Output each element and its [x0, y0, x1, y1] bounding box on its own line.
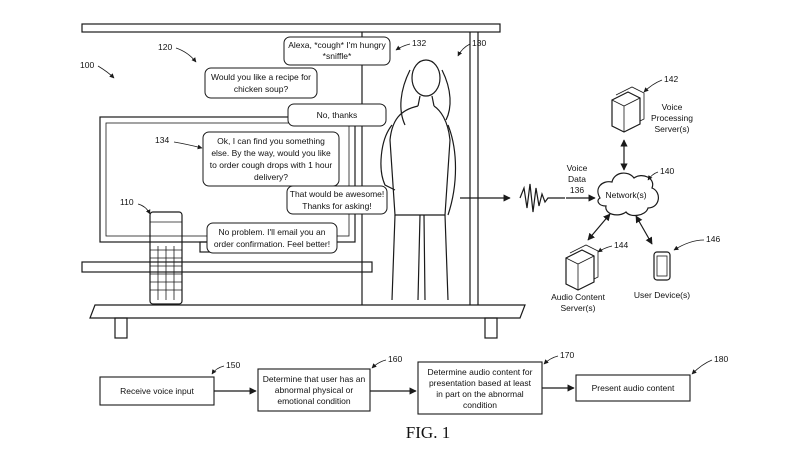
ref-142: 142 [664, 74, 678, 84]
phone-icon [653, 251, 671, 281]
step-170-box: Determine audio content for presentation… [417, 361, 543, 415]
server-icon-2 [565, 249, 595, 291]
server-icon [611, 91, 641, 133]
svg-text:abnormal physical or: abnormal physical or [275, 385, 354, 395]
svg-text:No, thanks: No, thanks [317, 110, 358, 120]
svg-text:Determine that user has an: Determine that user has an [263, 374, 366, 384]
ref-134: 134 [155, 135, 169, 145]
svg-text:order confirmation. Feel bette: order confirmation. Feel better! [214, 239, 330, 249]
step-150-box: Receive voice input [99, 376, 215, 406]
person-left-arm [380, 124, 396, 191]
table-leg-right [484, 317, 498, 339]
svg-text:Receive voice input: Receive voice input [120, 386, 194, 396]
ref-170: 170 [560, 350, 574, 360]
bubble-device-2: Ok, I can find you something else. By th… [202, 131, 340, 187]
svg-text:Alexa, *cough* I'm hungry: Alexa, *cough* I'm hungry [288, 40, 386, 50]
svg-text:Determine audio content for: Determine audio content for [428, 367, 533, 377]
ref-160: 160 [388, 354, 402, 364]
svg-text:Network(s): Network(s) [605, 190, 646, 200]
audio-content-server: Audio Content Server(s) 144 [551, 213, 628, 313]
table-top [89, 304, 526, 319]
ref-146: 146 [706, 234, 720, 244]
svg-text:presentation based at least: presentation based at least [429, 378, 532, 388]
person-torso [389, 105, 451, 216]
person-hair [400, 69, 451, 126]
svg-text:That would be awesome!: That would be awesome! [290, 189, 385, 199]
ref-140: 140 [660, 166, 674, 176]
voice-data-transmission: Voice Data 136 [460, 163, 596, 213]
waveform-icon [519, 183, 565, 213]
svg-text:else. By the way, would you li: else. By the way, would you like [211, 148, 331, 158]
person-head [411, 59, 441, 97]
svg-text:delivery?: delivery? [254, 172, 288, 182]
person-legs [391, 214, 449, 301]
svg-text:condition: condition [463, 400, 497, 410]
step-180-box: Present audio content [575, 374, 691, 402]
ref-100: 100 [80, 60, 94, 70]
network-cloud: Network(s) 140 [597, 166, 674, 217]
svg-text:Processing: Processing [651, 113, 693, 123]
svg-text:User Device(s): User Device(s) [634, 290, 690, 300]
svg-text:Voice: Voice [567, 163, 588, 173]
shelf [81, 261, 373, 273]
figure-label: FIG. 1 [406, 423, 450, 442]
svg-text:No problem. I'll email you an: No problem. I'll email you an [219, 227, 326, 237]
ref-150: 150 [226, 360, 240, 370]
svg-text:Thanks for asking!: Thanks for asking! [302, 201, 371, 211]
bubble-device-1: Would you like a recipe for chicken soup… [204, 67, 318, 99]
person-figure [380, 59, 457, 301]
svg-text:*sniffle*: *sniffle* [323, 51, 352, 61]
svg-text:to order cough drops with 1 ho: to order cough drops with 1 hour [210, 160, 333, 170]
ref-120: 120 [158, 42, 172, 52]
step-160-box: Determine that user has an abnormal phys… [257, 368, 371, 412]
ref-110: 110 [120, 197, 134, 207]
bubble-user-2: No, thanks [287, 103, 387, 127]
svg-text:Present audio content: Present audio content [592, 383, 675, 393]
window-top-frame [81, 23, 501, 33]
svg-text:Would you like a recipe for: Would you like a recipe for [211, 72, 311, 82]
ref-144: 144 [614, 240, 628, 250]
ref-132: 132 [412, 38, 426, 48]
bubble-device-3: No problem. I'll email you an order conf… [206, 222, 338, 254]
voice-device [149, 211, 183, 305]
svg-text:Server(s): Server(s) [655, 124, 690, 134]
svg-text:Data: Data [568, 174, 586, 184]
flowchart: Receive voice input 150 Determine that u… [99, 350, 728, 415]
bubble-user-3: That would be awesome! Thanks for asking… [286, 185, 388, 215]
bubble-user-1: Alexa, *cough* I'm hungry *sniffle* [283, 36, 391, 66]
ref-136: 136 [570, 185, 584, 195]
svg-text:Audio Content: Audio Content [551, 292, 606, 302]
person-right-arm [447, 124, 457, 216]
voice-processing-server: Voice Processing Server(s) 142 [611, 74, 693, 171]
table-leg-left [114, 317, 128, 339]
cloud-icon [597, 172, 659, 217]
svg-text:in part on the abnormal: in part on the abnormal [436, 389, 524, 399]
svg-text:Ok, I can find you something: Ok, I can find you something [217, 136, 325, 146]
ref-180: 180 [714, 354, 728, 364]
ref-130: 130 [472, 38, 486, 48]
reference-numerals: 100 120 130 132 134 110 [80, 38, 486, 215]
svg-text:Server(s): Server(s) [561, 303, 596, 313]
svg-text:chicken soup?: chicken soup? [234, 84, 289, 94]
device-grille [150, 246, 182, 300]
svg-text:emotional condition: emotional condition [277, 396, 351, 406]
svg-text:Voice: Voice [662, 102, 683, 112]
user-device: User Device(s) 146 [634, 215, 720, 300]
person-neck [417, 95, 435, 107]
